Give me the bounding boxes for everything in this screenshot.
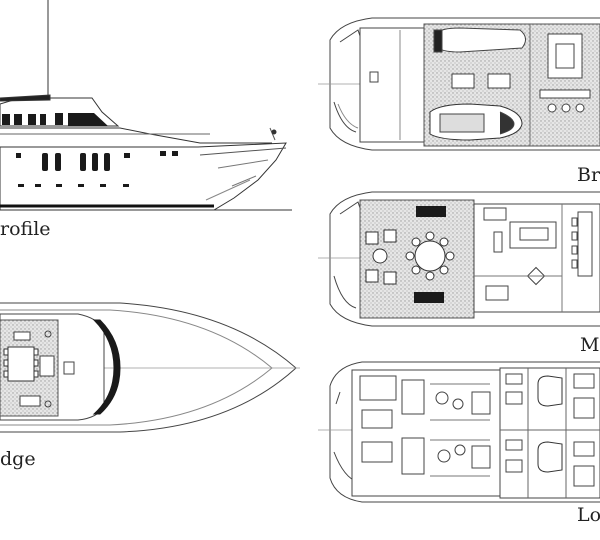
profile-hull-windows [16, 151, 178, 187]
profile-view [0, 0, 292, 211]
lower-deck-label: Lo [577, 504, 600, 526]
profile-label: rofile [0, 218, 51, 240]
bridge-deck-plan [318, 17, 600, 151]
profile-upper-windows [2, 113, 108, 126]
bridge-deck-label: Bri [577, 164, 600, 186]
sun-deck-plan [0, 302, 300, 433]
main-deck-label: M [580, 334, 600, 356]
main-deck-round-table [414, 240, 446, 272]
bridge-deck-saloon [359, 27, 425, 143]
profile-hull [0, 142, 287, 211]
sun-deck-label: dge [0, 448, 36, 470]
main-deck-plan [318, 191, 600, 327]
lower-deck-plan [318, 361, 600, 503]
profile-main-deck [0, 127, 272, 144]
sun-deck-table [7, 346, 35, 382]
